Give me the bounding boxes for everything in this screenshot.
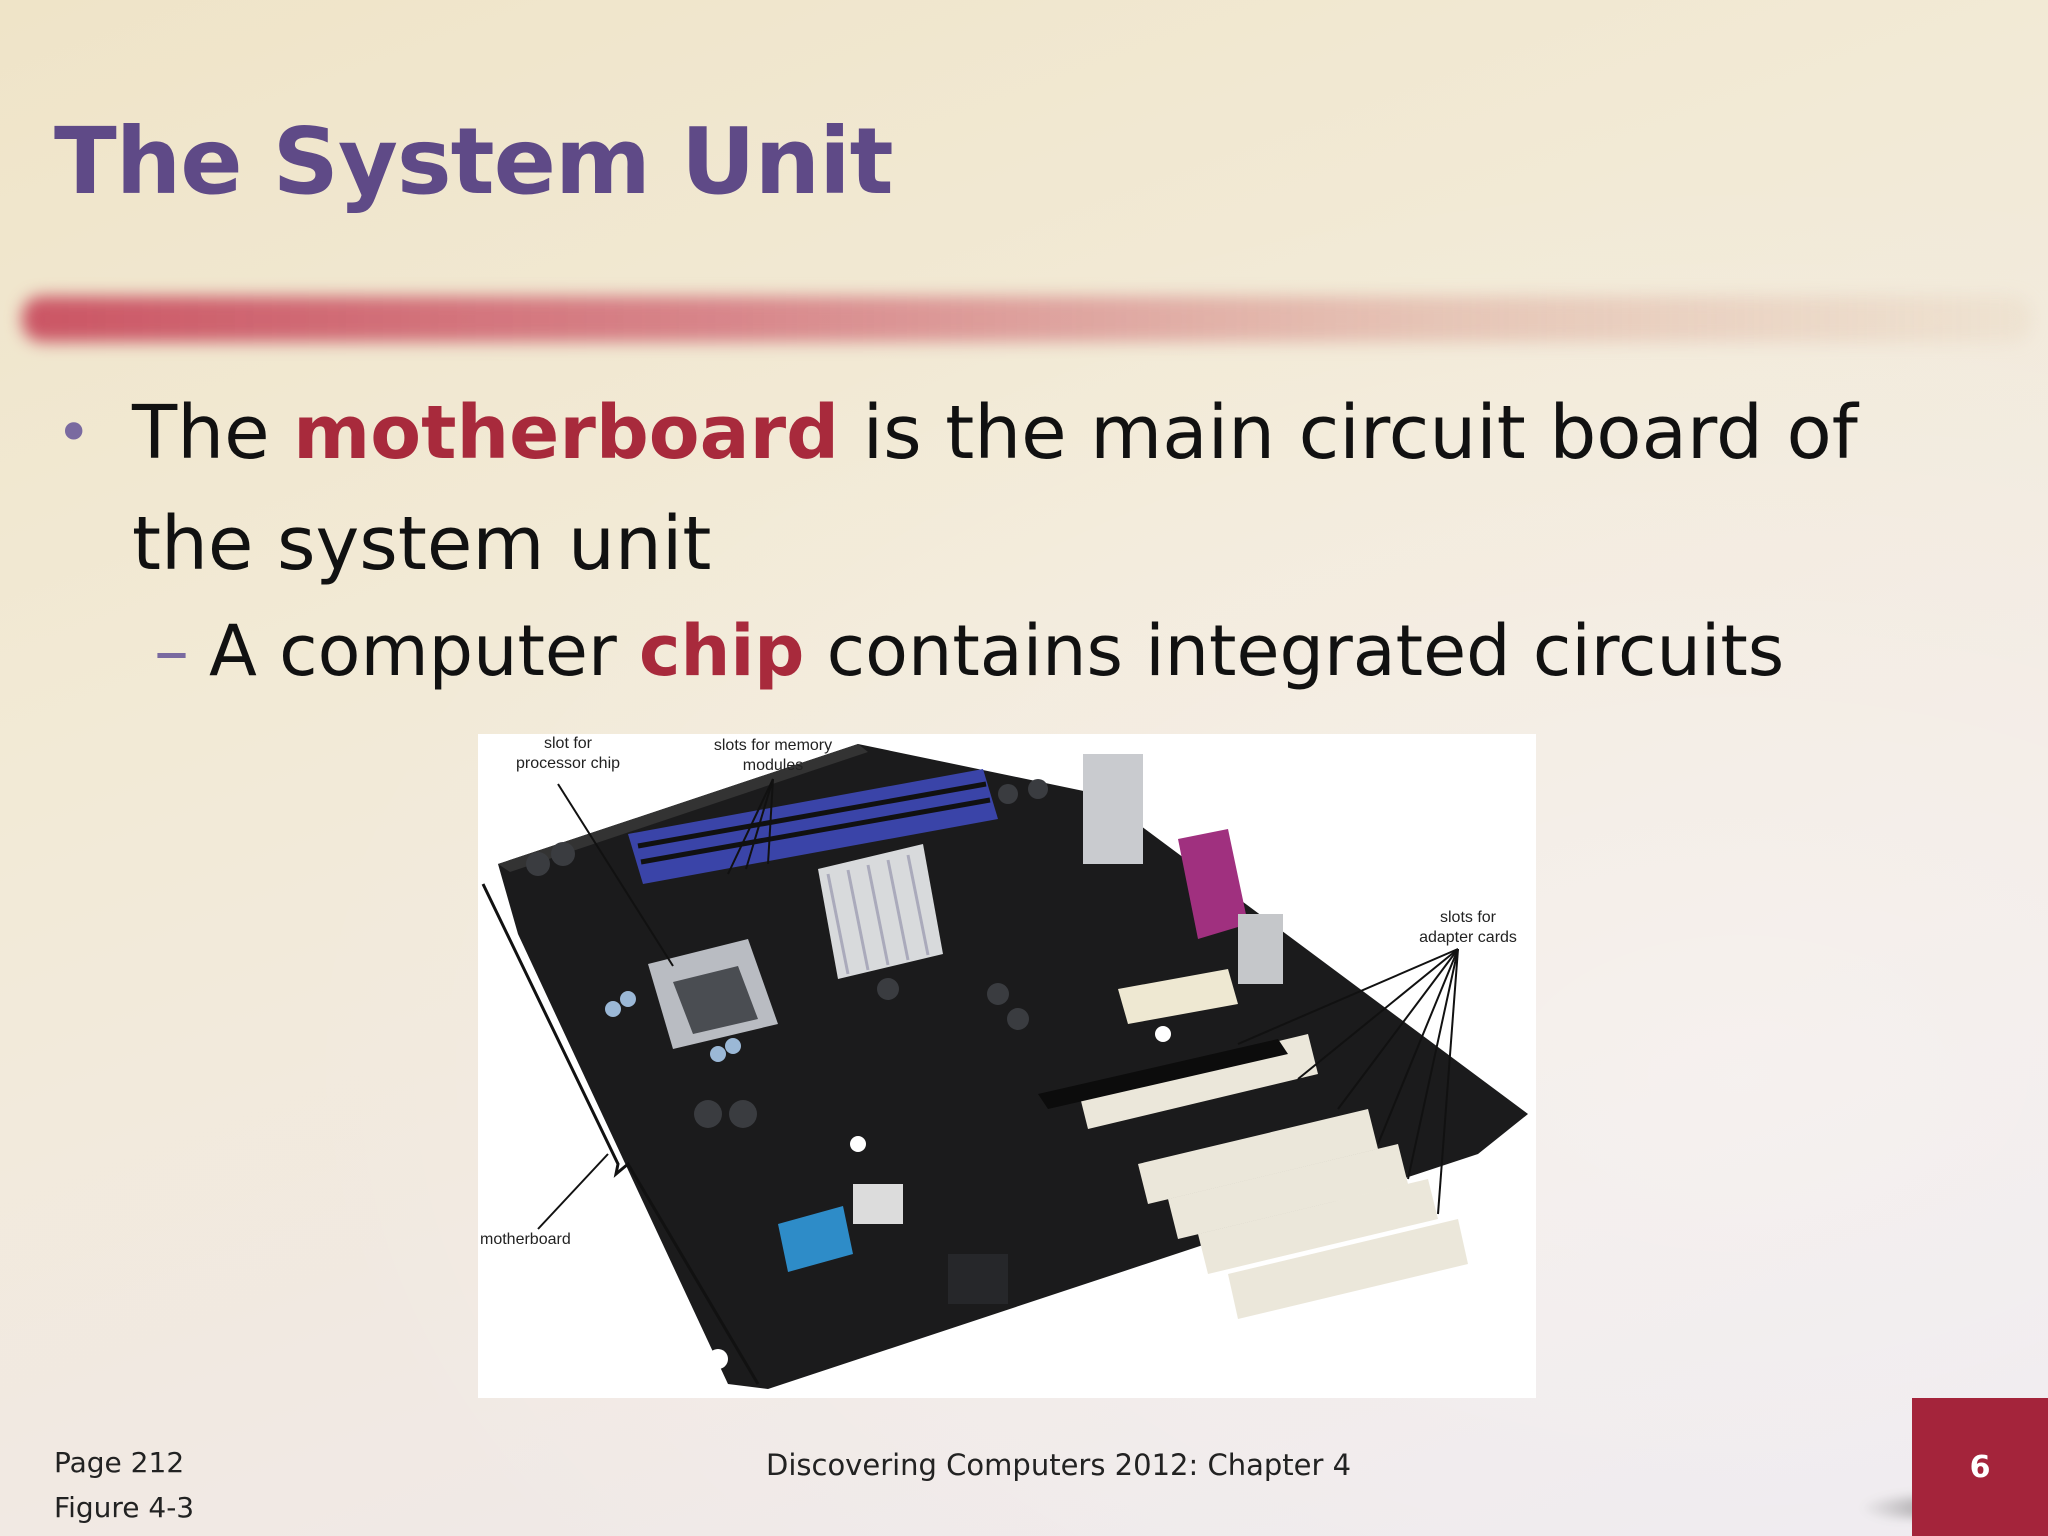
sata-ports — [778, 1206, 853, 1272]
label-adapter-slots: slots for adapter cards — [1419, 909, 1517, 946]
sub-bullet: –A computer chip contains integrated cir… — [154, 610, 1784, 692]
slide-title: The System Unit — [54, 108, 894, 215]
sub-bullet-pre: A computer — [209, 610, 639, 692]
bullet-dot: • — [56, 398, 92, 468]
board-pcb — [498, 744, 1528, 1389]
motherboard-figure: slot for processor chip slots for memory… — [478, 734, 1536, 1398]
label-motherboard: motherboard — [480, 1231, 571, 1248]
slide-number: 6 — [1969, 1449, 1991, 1485]
title-divider — [22, 296, 2032, 342]
motherboard-illustration — [481, 744, 1528, 1389]
footer-page: Page 212 — [54, 1446, 185, 1479]
label-memory-slots: slots for memory modules — [713, 737, 833, 774]
sub-bullet-post: contains integrated circuits — [804, 610, 1785, 692]
slide-number-box: 6 — [1912, 1398, 2048, 1536]
footer-title: Discovering Computers 2012: Chapter 4 — [766, 1448, 1352, 1482]
keyword-chip: chip — [638, 610, 805, 692]
bullet-main-post: is the main circuit board of the system … — [132, 390, 1858, 587]
footer-figure: Figure 4-3 — [54, 1491, 195, 1524]
io-ports — [1083, 754, 1143, 864]
bullet-main-pre: The — [132, 390, 294, 476]
label-processor-slot: slot for processor chip — [515, 735, 621, 772]
bullet-main-text: The motherboard is the main circuit boar… — [132, 378, 1986, 600]
adapter-slots — [1038, 1034, 1468, 1319]
sub-bullet-dash: – — [154, 610, 189, 692]
bullet-main: • The motherboard is the main circuit bo… — [56, 378, 1986, 600]
keyword-motherboard: motherboard — [293, 390, 840, 476]
footer-reference: Page 212 Figure 4-3 — [54, 1440, 194, 1530]
